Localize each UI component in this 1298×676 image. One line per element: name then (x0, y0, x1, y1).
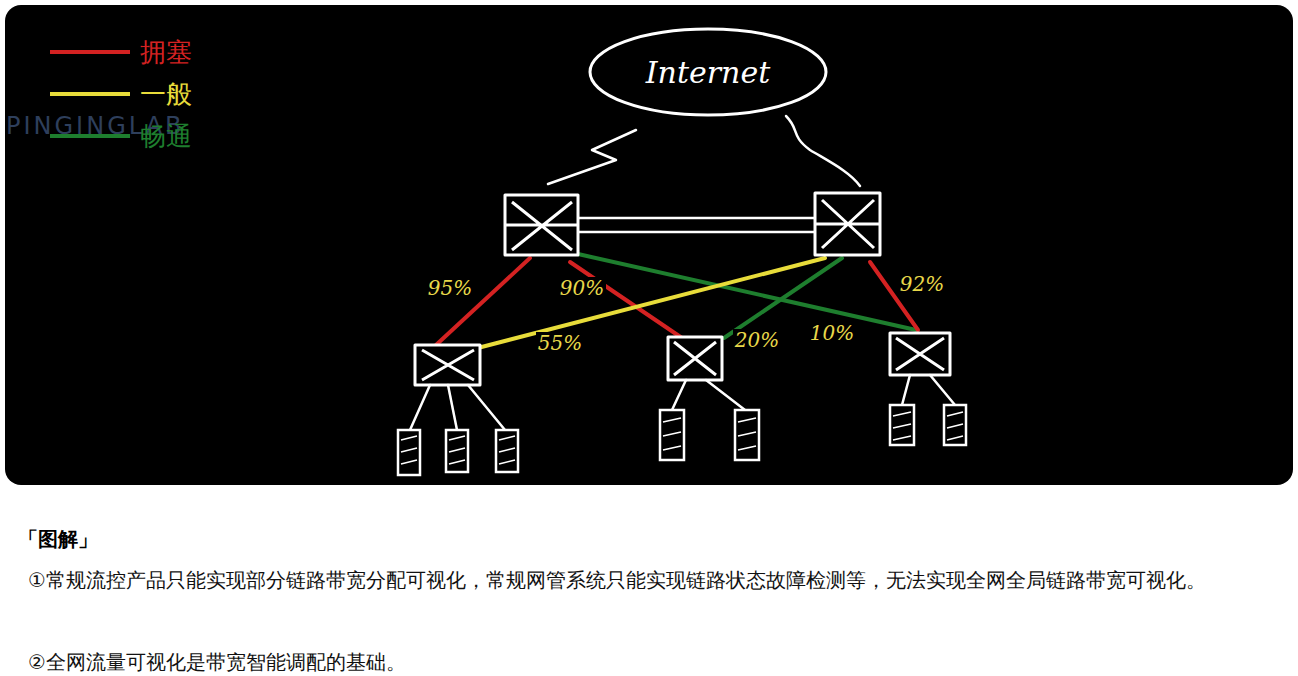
server-link (902, 375, 910, 405)
server-link (930, 375, 955, 405)
link-utilization: 95% (426, 277, 474, 299)
wan-link (786, 116, 860, 186)
hatch (401, 412, 963, 464)
legend-label: 畅通 (140, 119, 192, 154)
wan-link (548, 130, 636, 184)
server-link (706, 380, 745, 410)
legend-label: 一般 (140, 77, 192, 112)
link-utilization: 20% (733, 329, 781, 351)
switch-mark (674, 342, 716, 375)
link-utilization: 92% (898, 273, 946, 295)
clear-link (578, 254, 916, 330)
server-link (448, 385, 457, 430)
legend-swatch (50, 92, 130, 96)
chalkboard-panel (5, 5, 1293, 485)
server-link (468, 385, 505, 430)
core-link (578, 231, 815, 234)
access-switch (668, 337, 722, 380)
uplinks (548, 116, 860, 232)
server (890, 405, 914, 445)
ellipse-shape (590, 29, 826, 115)
server (944, 405, 966, 445)
congested-link (436, 258, 530, 345)
core-switch (815, 193, 880, 255)
switches (415, 193, 950, 385)
link-utilization: 55% (536, 332, 584, 354)
server-hatching (401, 412, 963, 464)
caption-paragraph: ②全网流量可视化是带宽智能调配的基础。 (16, 642, 1272, 676)
access-switch (890, 333, 950, 375)
server-link (410, 385, 430, 430)
cloud-ellipse: Internet (588, 27, 828, 117)
switch-mark (505, 202, 578, 250)
switch-mark (896, 338, 944, 370)
legend-swatch (50, 50, 130, 54)
legend-label: 拥塞 (140, 35, 192, 70)
servers (398, 405, 966, 475)
link-utilization: 90% (558, 277, 606, 299)
link-utilization: 10% (808, 322, 856, 344)
legend-swatch (50, 134, 130, 138)
server-link (672, 380, 686, 410)
switch-mark (422, 350, 474, 380)
core-link (578, 217, 815, 220)
switch-mark (815, 200, 880, 248)
access-switch (415, 345, 480, 385)
node-label: Internet (646, 55, 770, 90)
caption-heading: 「图解」 (18, 526, 98, 553)
core-switch (505, 195, 578, 255)
caption-paragraph: ①常规流控产品只能实现部分链路带宽分配可视化，常规网管系统只能实现链路状态故障检… (16, 560, 1272, 600)
